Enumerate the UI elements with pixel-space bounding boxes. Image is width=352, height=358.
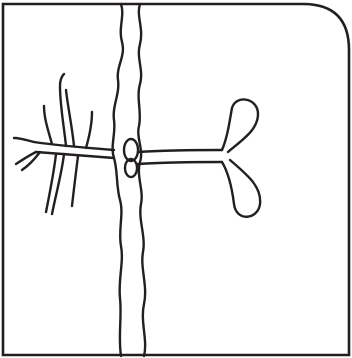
rootlet-upper-1 [60,74,66,146]
shoot-stem-top [138,150,222,152]
rootlet-upper-2 [44,106,52,144]
shoot-stem-bottom [138,162,222,164]
rootlet-upper-3 [86,112,92,148]
root-tip-lower [16,152,36,164]
rootlet-upper-1b [66,90,74,146]
boundary-line-right [138,4,145,356]
lower-leaf [222,160,260,217]
root-tip-upper [14,138,34,142]
frame-border [3,4,349,355]
upper-leaf [222,99,258,152]
boundary-line-left [113,4,123,356]
main-root-bottom [36,152,114,158]
rootlet-lower-2 [72,156,78,206]
seed-node [124,139,138,161]
